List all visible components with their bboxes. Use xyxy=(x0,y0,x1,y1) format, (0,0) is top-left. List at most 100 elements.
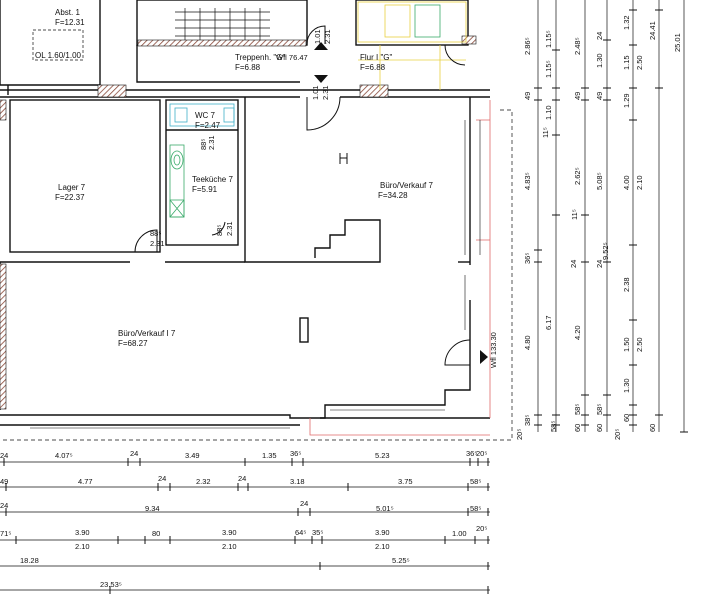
lager-door-height: 2.31 xyxy=(150,239,165,248)
vdim-4-3: 49 xyxy=(595,92,604,100)
vdim-2-6: 58⁵ xyxy=(549,421,558,432)
vdim-col-4: 24 1.30 49 5.08⁵ 24 9.52⁵ 58⁵ 60 xyxy=(595,32,610,432)
room-buero-top-area: F=34.28 xyxy=(378,191,408,200)
hdim-4-4: 80 xyxy=(152,529,160,538)
vdim-1-1: 2.86⁵ xyxy=(523,37,532,55)
room-flur-area: F=6.88 xyxy=(360,63,386,72)
vdim-4-4: 5.08⁵ xyxy=(595,172,604,190)
hdim-4-2: 3.90 xyxy=(75,528,90,537)
room-buero-main-area: F=68.27 xyxy=(118,339,148,348)
hdim-row-2: 49 4.77 24 2.32 24 3.18 3.75 58⁵ xyxy=(0,474,481,486)
door-top-height: 2.31 xyxy=(323,29,332,44)
fixtures xyxy=(169,107,235,218)
vdim-1-6: 38⁵ xyxy=(523,415,532,426)
hdim-4-1: 71⁵ xyxy=(0,529,11,538)
hdim-1-3: 24 xyxy=(130,449,138,458)
vdim-4-6: 9.52⁵ xyxy=(601,242,610,260)
hdim-2-8: 58⁵ xyxy=(470,477,481,486)
hdim-4-9: 3.90 xyxy=(375,528,390,537)
vdim-3-5: 24 xyxy=(569,260,578,268)
vdim-col-8: 25.01 xyxy=(673,33,682,52)
hdim-4-11: 1.00 xyxy=(452,529,467,538)
room-wc-name: WC 7 xyxy=(195,111,216,120)
vdim-2-4: 11⁵ xyxy=(541,127,550,138)
room-lager-area: F=22.37 xyxy=(55,193,85,202)
vdim-4-8: 60 xyxy=(595,424,604,432)
hdim-1-4: 3.49 xyxy=(185,451,200,460)
vdim-1-3: 4.83⁵ xyxy=(523,172,532,190)
vdim-2-5: 6.17 xyxy=(544,315,553,330)
room-abst-name: Abst. 1 xyxy=(55,8,80,17)
wfl-label-1: Wfl 76.47 xyxy=(276,53,308,62)
room-buero-top-name: Büro/Verkauf 7 xyxy=(380,181,433,190)
entrance-markers xyxy=(314,42,488,364)
room-labels: Abst. 1 F=12.31 OL 1.60/1.00 Treppenh. "… xyxy=(35,8,433,348)
vdim-col-7: 24.41 xyxy=(648,21,657,40)
lager-door-width: 88⁵ xyxy=(150,229,161,238)
hdim-row-6: 23.53⁵ xyxy=(100,580,122,589)
vdim-5-3: 1.29 xyxy=(622,93,631,108)
vdim-2-3: 1.10 xyxy=(544,105,553,120)
vdim-3-4: 11⁵ xyxy=(570,209,579,220)
tk-door-height: 2.31 xyxy=(225,221,234,236)
opening-box xyxy=(32,29,84,61)
vertical-dimensions xyxy=(537,0,685,432)
room-abst-note: OL 1.60/1.00 xyxy=(35,51,82,60)
vdim-1-5: 4.80 xyxy=(523,335,532,350)
vdim-col-1: 2.86⁵ 49 4.83⁵ 36⁵ 4.80 38⁵ 20⁵ xyxy=(515,37,532,440)
hdim-3-4: 5.01⁵ xyxy=(376,504,394,513)
service-lines xyxy=(169,1,491,436)
hdim-row-5: 18.28 5.25⁵ xyxy=(20,556,410,565)
area-marks: Wfl 76.47 Wfl 133.30 1.01 2.31 1.01 2.31… xyxy=(150,29,498,368)
vdim-5-4: 4.00 xyxy=(622,175,631,190)
hdim-4-12: 20⁵ xyxy=(476,524,487,533)
vdim-col-5: 1.32 1.15 1.29 4.00 2.38 1.50 1.30 60 20… xyxy=(613,15,631,440)
hdim-1-7: 5.23 xyxy=(375,451,390,460)
vdim-5-8: 60 xyxy=(622,414,631,422)
wc-door-width: 88⁵ xyxy=(199,139,208,150)
vdim-5-1: 1.32 xyxy=(622,15,631,30)
vdim-5-7: 1.30 xyxy=(622,378,631,393)
room-treppenhaus-name: Treppenh. "G" xyxy=(235,53,285,62)
hdim-1-1: 24 xyxy=(0,451,8,460)
vdim-4-1: 24 xyxy=(595,32,604,40)
walls xyxy=(0,0,490,426)
vdim-3-7: 58⁵ xyxy=(573,404,582,415)
room-teekueche-area: F=5.91 xyxy=(192,185,218,194)
hdim-2-3: 24 xyxy=(158,474,166,483)
room-wc-area: F=2.47 xyxy=(195,121,221,130)
hatched-walls xyxy=(0,35,477,410)
room-flur-name: Flur I "G" xyxy=(360,53,393,62)
hdim-2-2: 4.77 xyxy=(78,477,93,486)
room-teekueche-name: Teeküche 7 xyxy=(192,175,233,184)
rack-symbol xyxy=(339,153,348,164)
building-outline xyxy=(0,109,513,441)
hdim-2-4: 2.32 xyxy=(196,477,211,486)
hdim-3-2: 9.34 xyxy=(145,504,160,513)
vdim-5-2: 1.15 xyxy=(622,55,631,70)
hdim-2-1: 49 xyxy=(0,477,8,486)
hdim-4-8: 35⁵ xyxy=(312,528,323,537)
windows xyxy=(30,120,481,429)
vdim-4-2: 1.30 xyxy=(595,53,604,68)
vdim-1-7: 20⁵ xyxy=(515,429,524,440)
vdim-7-1: 24.41 xyxy=(648,21,657,40)
vdim-1-4: 36⁵ xyxy=(523,253,532,264)
vdim-col-6: 2.50 2.10 2.50 60 xyxy=(635,55,657,432)
hdim-5-2: 5.25⁵ xyxy=(392,556,410,565)
room-abst-area: F=12.31 xyxy=(55,18,85,27)
vdim-3-1: 2.48⁵ xyxy=(573,37,582,55)
hdim-row-3: 24 9.34 24 5.01⁵ 58⁵ xyxy=(0,499,481,513)
hdim-1-5: 1.35 xyxy=(262,451,277,460)
hdim-4-3: 2.10 xyxy=(75,542,90,551)
vdim-8-1: 25.01 xyxy=(673,33,682,52)
vdim-4-7: 58⁵ xyxy=(595,404,604,415)
vdim-3-8: 60 xyxy=(573,424,582,432)
hdim-4-10: 2.10 xyxy=(375,542,390,551)
vdim-5-5: 2.38 xyxy=(622,277,631,292)
hdim-3-5: 58⁵ xyxy=(470,504,481,513)
vdim-3-6: 4.20 xyxy=(573,325,582,340)
hdim-6-1: 23.53⁵ xyxy=(100,580,122,589)
wc-door-height: 2.31 xyxy=(207,135,216,150)
vdim-5-9: 20⁵ xyxy=(613,429,622,440)
